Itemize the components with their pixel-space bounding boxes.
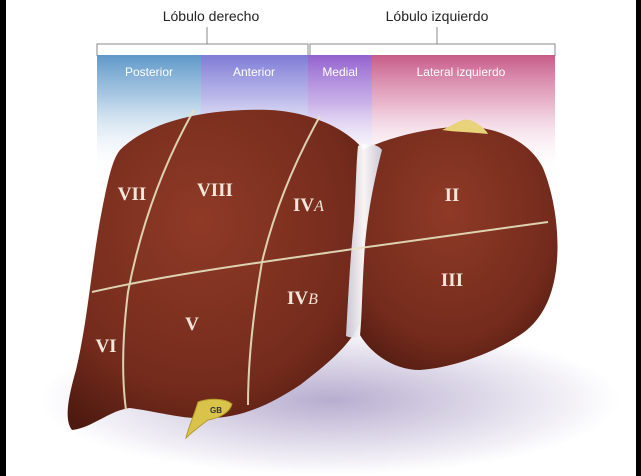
posterior-label: Posterior [125,65,173,79]
segment-iii-label: III [441,270,463,291]
segment-iva-label: IVA [293,195,324,216]
medial-label: Medial [322,65,357,79]
segment-viii-label: VIII [197,180,233,201]
left-lobe-header: Lóbulo izquierdo [386,8,489,24]
right-lobe-header: Lóbulo derecho [163,8,260,24]
segment-vii-label: VII [118,184,147,205]
segment-ivb-label: IVB [287,288,318,309]
gallbladder-label: GB [210,406,222,415]
segment-v-label: V [185,314,199,335]
lateral-label: Lateral izquierdo [417,65,506,79]
segment-ii-label: II [445,185,460,206]
anterior-label: Anterior [233,65,275,79]
segment-vi-label: VI [95,336,116,357]
